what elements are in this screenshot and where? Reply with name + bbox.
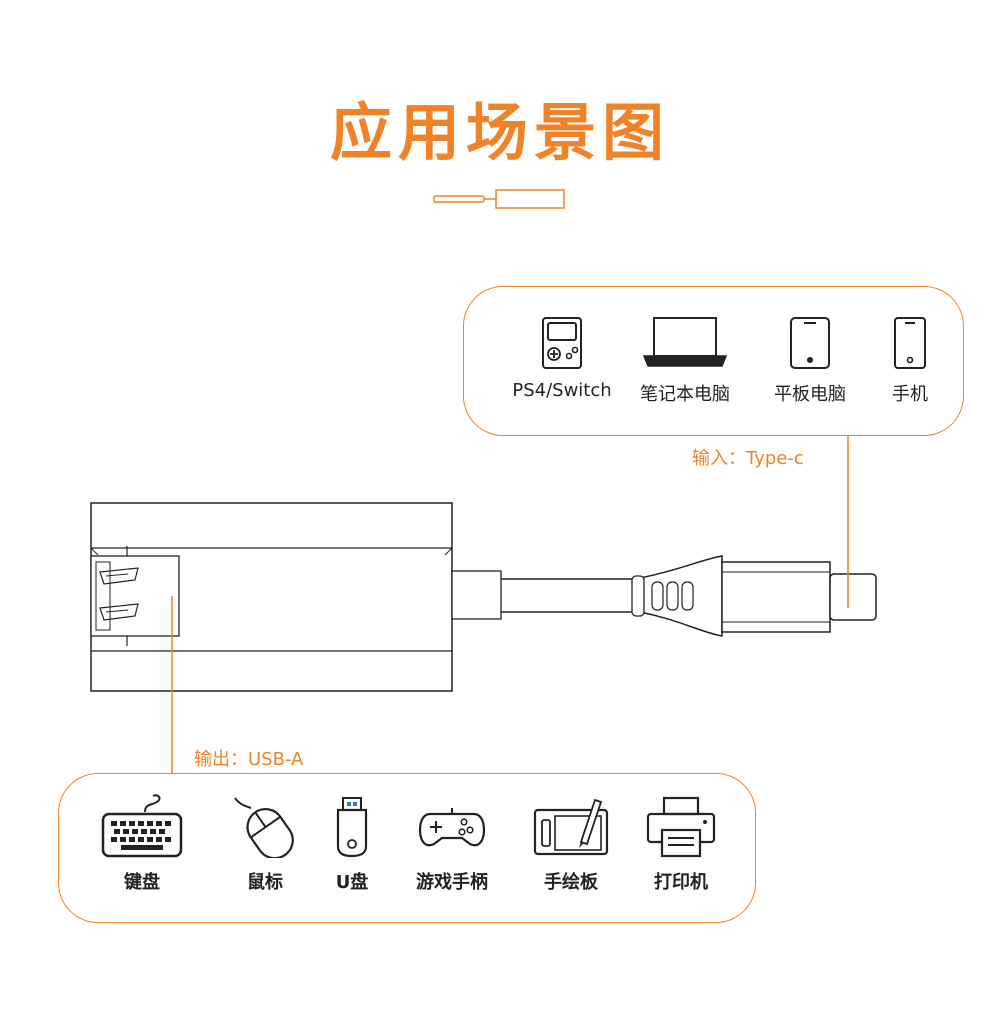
device-label: PS4/Switch	[512, 380, 612, 401]
device-label: 打印机	[654, 872, 708, 893]
gamepad-icon	[418, 808, 486, 847]
cable-decoration-icon	[433, 189, 565, 209]
drawing-tablet-icon	[533, 798, 609, 856]
device-drawing-tablet: 手绘板	[524, 794, 618, 894]
device-label: 手机	[892, 384, 928, 405]
device-label: 手绘板	[544, 872, 598, 893]
device-label: 游戏手柄	[416, 872, 488, 893]
laptop-icon	[642, 317, 728, 367]
device-label: U盘	[335, 872, 369, 893]
device-tablet: 平板电脑	[760, 316, 860, 406]
usb-drive-icon	[336, 797, 368, 858]
mouse-icon	[234, 797, 294, 858]
device-gamepad: 游戏手柄	[404, 794, 500, 894]
device-laptop: 笔记本电脑	[632, 316, 738, 406]
device-keyboard: 键盘	[96, 794, 188, 894]
phone-icon	[894, 317, 926, 369]
handheld-console-icon	[542, 317, 582, 369]
tablet-icon	[790, 317, 830, 369]
device-label: 平板电脑	[774, 384, 846, 405]
keyboard-icon	[101, 794, 183, 858]
device-label: 键盘	[124, 872, 160, 893]
page-title: 应用场景图	[329, 96, 670, 169]
device-ps4-switch: PS4/Switch	[504, 316, 620, 401]
device-label: 鼠标	[247, 872, 283, 893]
input-port-label: 输入：Type-c	[692, 448, 804, 469]
device-mouse: 鼠标	[220, 794, 310, 894]
device-phone: 手机	[880, 316, 940, 406]
output-devices-panel	[58, 773, 756, 923]
printer-icon	[646, 796, 716, 858]
device-printer: 打印机	[636, 794, 726, 894]
device-usb-drive: U盘	[320, 794, 384, 894]
output-port-label: 输出：USB-A	[194, 749, 304, 770]
device-label: 笔记本电脑	[640, 384, 730, 405]
